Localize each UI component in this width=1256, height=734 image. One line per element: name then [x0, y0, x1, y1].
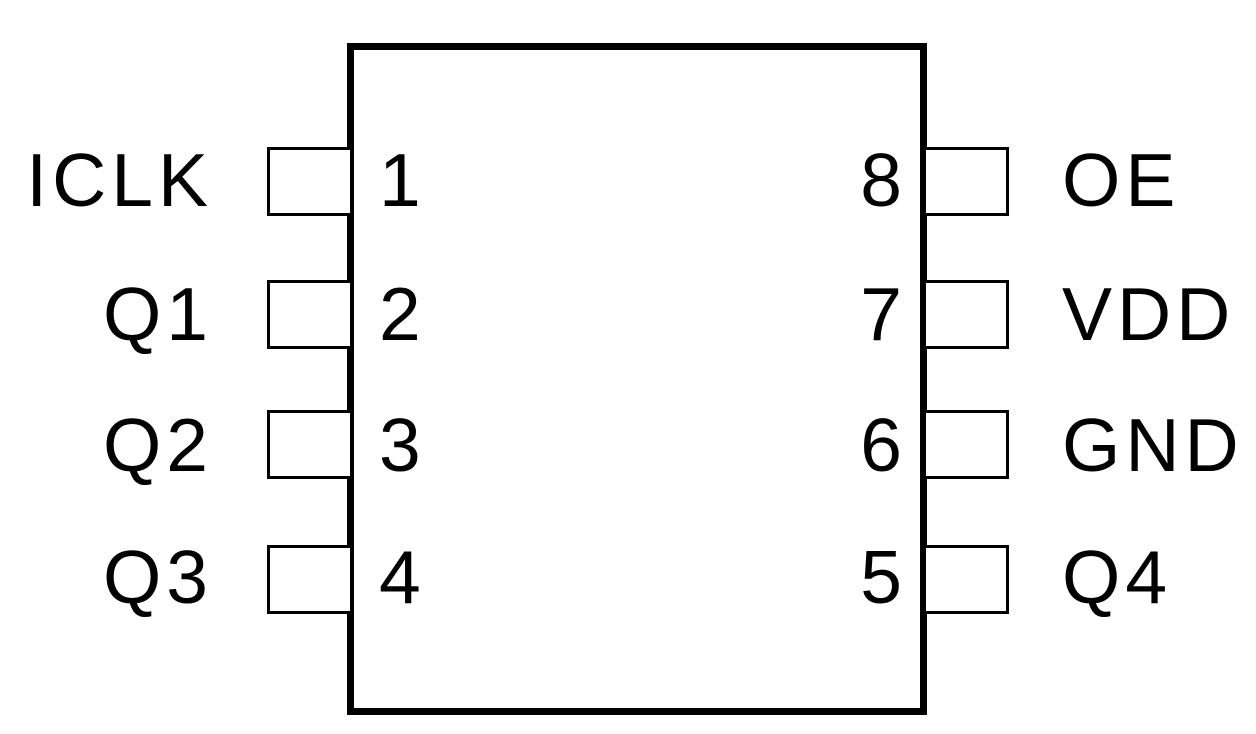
pin-7-signal-label: VDD: [1062, 272, 1236, 356]
pin-3-number: 3: [379, 403, 426, 487]
ic-package-body: [347, 43, 927, 715]
pin-8-number: 8: [860, 138, 902, 222]
pin-5-lead: [926, 545, 1009, 614]
pin-7-number: 7: [860, 272, 902, 356]
pin-4-signal-label: Q3: [102, 535, 213, 619]
pin-1-lead: [267, 147, 350, 216]
pin-1-signal-label: ICLK: [26, 138, 213, 222]
pin-2-lead: [267, 280, 350, 349]
pin-7-lead: [926, 280, 1009, 349]
pin-4-lead: [267, 545, 350, 614]
pin-4-number: 4: [379, 535, 426, 619]
pin-8-lead: [926, 147, 1009, 216]
pin-3-lead: [267, 410, 350, 479]
pin-6-signal-label: GND: [1062, 403, 1244, 487]
pin-8-signal-label: OE: [1062, 138, 1181, 222]
pin-5-number: 5: [860, 535, 902, 619]
pin-6-lead: [926, 410, 1009, 479]
pin-3-signal-label: Q2: [102, 403, 213, 487]
pin-6-number: 6: [860, 403, 902, 487]
pin-1-number: 1: [379, 138, 426, 222]
pin-2-number: 2: [379, 272, 426, 356]
pin-2-signal-label: Q1: [102, 272, 213, 356]
pin-5-signal-label: Q4: [1062, 535, 1173, 619]
